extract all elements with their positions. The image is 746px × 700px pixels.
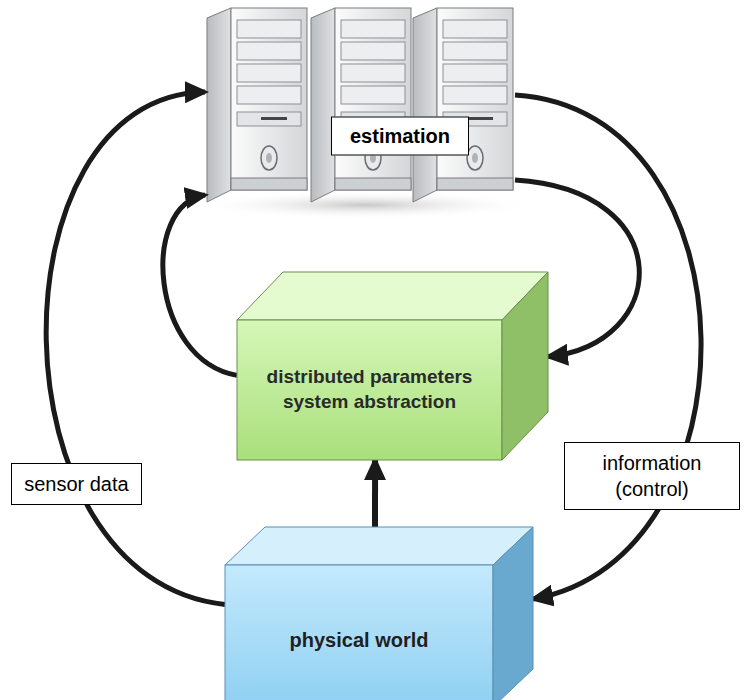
flow-arrow: [46, 92, 225, 604]
node-label: distributed parameters system abstractio…: [245, 365, 495, 414]
server-group: estimation: [205, 5, 515, 205]
abstraction-cube: distributed parameters system abstractio…: [237, 272, 548, 460]
flow-arrow: [372, 460, 378, 527]
flow-arrow: [163, 195, 237, 375]
cube-front: [237, 320, 502, 460]
cube-side: [493, 527, 533, 700]
edge-label: information (control): [564, 442, 740, 510]
cube-top: [237, 272, 548, 320]
cube-front: [225, 565, 493, 700]
cube-shape: [237, 272, 548, 460]
cube-side: [502, 272, 548, 460]
physical-world-cube: physical world: [225, 527, 533, 700]
cube-face: physical world: [225, 565, 493, 700]
cube-top: [225, 527, 533, 565]
edge-label: sensor data: [11, 463, 142, 505]
cube-shape: [225, 527, 533, 700]
node-label: estimation: [331, 117, 469, 156]
node-label: physical world: [290, 627, 429, 653]
cube-face: distributed parameters system abstractio…: [237, 320, 502, 460]
